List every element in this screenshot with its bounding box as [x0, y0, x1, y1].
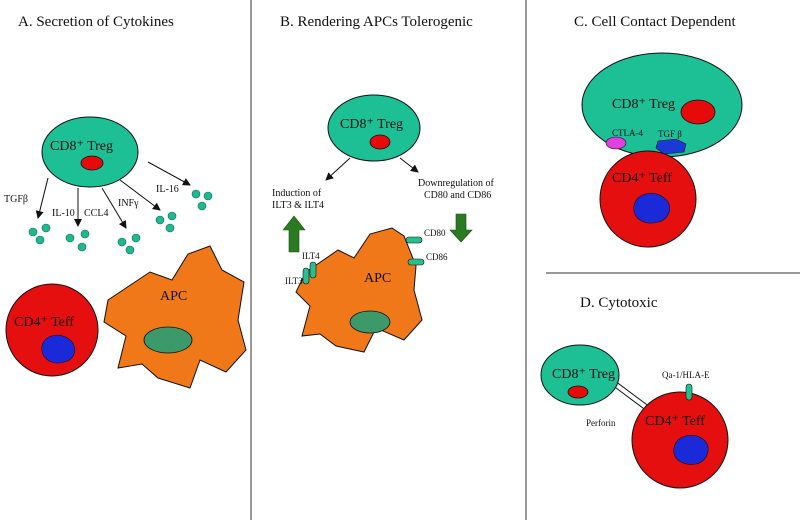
panel-d-treg-label: CD8⁺ Treg	[552, 367, 615, 382]
panel-a-apc-nucleus	[143, 326, 193, 354]
panel-d-treg-cell	[540, 344, 620, 406]
panel-c-treg-nucleus	[680, 99, 716, 125]
panel-a-treg-cell	[41, 116, 139, 188]
cytokine-dot	[35, 235, 45, 245]
panel-b-treg-nucleus	[369, 134, 391, 150]
panel-b-title: B. Rendering APCs Tolerogenic	[280, 14, 473, 30]
label-infg: INFγ	[118, 198, 139, 209]
panel-a-title: A. Secretion of Cytokines	[18, 14, 174, 30]
arrow-il16b	[147, 161, 191, 186]
tgfb-molecule	[655, 138, 687, 155]
down-arrow-icon	[449, 213, 473, 243]
qa1-hla-e-receptor	[685, 383, 693, 401]
arrow-il16a	[119, 179, 161, 211]
arrow-to-downregulation	[399, 157, 419, 173]
qa1-label: Qa-1/HLA-E	[662, 370, 710, 380]
ilt4-receptor	[309, 261, 317, 279]
panel-a-treg-nucleus	[80, 155, 104, 171]
cytokine-dot	[155, 215, 165, 225]
panel-a-teff-nucleus	[41, 334, 76, 364]
cd80-label: CD80	[424, 228, 446, 238]
cytokine-dot	[167, 211, 177, 221]
arrow-to-induction	[325, 157, 351, 181]
cytokine-dot	[191, 189, 201, 199]
cytokine-dot	[197, 201, 207, 211]
perforin-label: Perforin	[586, 418, 616, 428]
cytokine-dot	[165, 223, 175, 233]
arrow-infg	[101, 187, 127, 229]
panel-a-apc-label: APC	[160, 289, 187, 304]
cytokine-dot	[125, 245, 135, 255]
cytokine-dot	[77, 242, 87, 252]
cytokine-dot	[41, 223, 51, 233]
panel-c-treg-label: CD8⁺ Treg	[612, 97, 675, 112]
tgfb-label: TGF β	[658, 129, 682, 139]
induction-line1: Induction of	[272, 188, 322, 199]
panel-b-apc-cell	[295, 227, 423, 353]
panel-a-apc-cell	[103, 245, 247, 389]
cytokine-dot	[28, 227, 38, 237]
cd80-receptor	[405, 236, 423, 244]
cytokine-dots	[28, 189, 213, 255]
cytokine-dot	[203, 191, 213, 201]
ilt3-label: ILT3	[285, 276, 303, 286]
panel-c: C. Cell Contact Dependent CD8⁺ Treg CD4⁺…	[574, 14, 743, 248]
ilt4-label: ILT4	[302, 251, 320, 261]
panel-c-teff-nucleus	[633, 193, 670, 224]
arrow-tgfb	[35, 177, 49, 219]
up-arrow-icon	[282, 215, 306, 253]
panel-b-treg-label: CD8⁺ Treg	[340, 117, 403, 132]
ilt3-receptor	[302, 267, 310, 285]
induction-line2: ILT3 & ILT4	[272, 200, 324, 211]
panel-c-title: C. Cell Contact Dependent	[574, 14, 736, 30]
panel-d-treg-nucleus	[567, 385, 589, 399]
cytokine-dot	[131, 233, 141, 243]
panel-b-treg-cell	[327, 94, 421, 162]
panel-a-treg-label: CD8⁺ Treg	[50, 139, 113, 154]
panel-a-teff-cell	[5, 283, 99, 377]
label-tgfb: TGFβ	[4, 194, 28, 205]
cd86-receptor	[407, 258, 425, 266]
panel-a: A. Secretion of Cytokines CD8⁺ Treg TGFβ…	[4, 14, 247, 389]
panel-d-teff-label: CD4⁺ Teff	[645, 414, 705, 429]
panel-b-apc-label: APC	[364, 271, 391, 286]
cytokine-dot	[117, 237, 127, 247]
downreg-line1: Downregulation of	[418, 178, 494, 189]
label-ccl4: CCL4	[84, 208, 108, 219]
panel-d-teff-nucleus	[673, 435, 709, 465]
panel-b-apc-nucleus	[349, 310, 391, 334]
downreg-line2: CD80 and CD86	[424, 190, 491, 201]
label-il16: IL-16	[156, 184, 179, 195]
panel-c-teff-label: CD4⁺ Teff	[612, 171, 672, 186]
panel-d-title: D. Cytotoxic	[580, 295, 658, 311]
panel-d: D. Cytotoxic CD4⁺ Teff CD8⁺ Treg Qa-1/HL…	[540, 295, 729, 489]
panel-a-teff-label: CD4⁺ Teff	[14, 315, 74, 330]
ctla4-label: CTLA-4	[612, 128, 643, 138]
label-il10: IL-10	[52, 208, 75, 219]
cytokine-dot	[65, 233, 75, 243]
panel-b: B. Rendering APCs Tolerogenic CD8⁺ Treg …	[272, 14, 494, 353]
ctla4-molecule	[605, 136, 627, 150]
cd86-label: CD86	[426, 252, 448, 262]
cytokine-dot	[80, 229, 90, 239]
